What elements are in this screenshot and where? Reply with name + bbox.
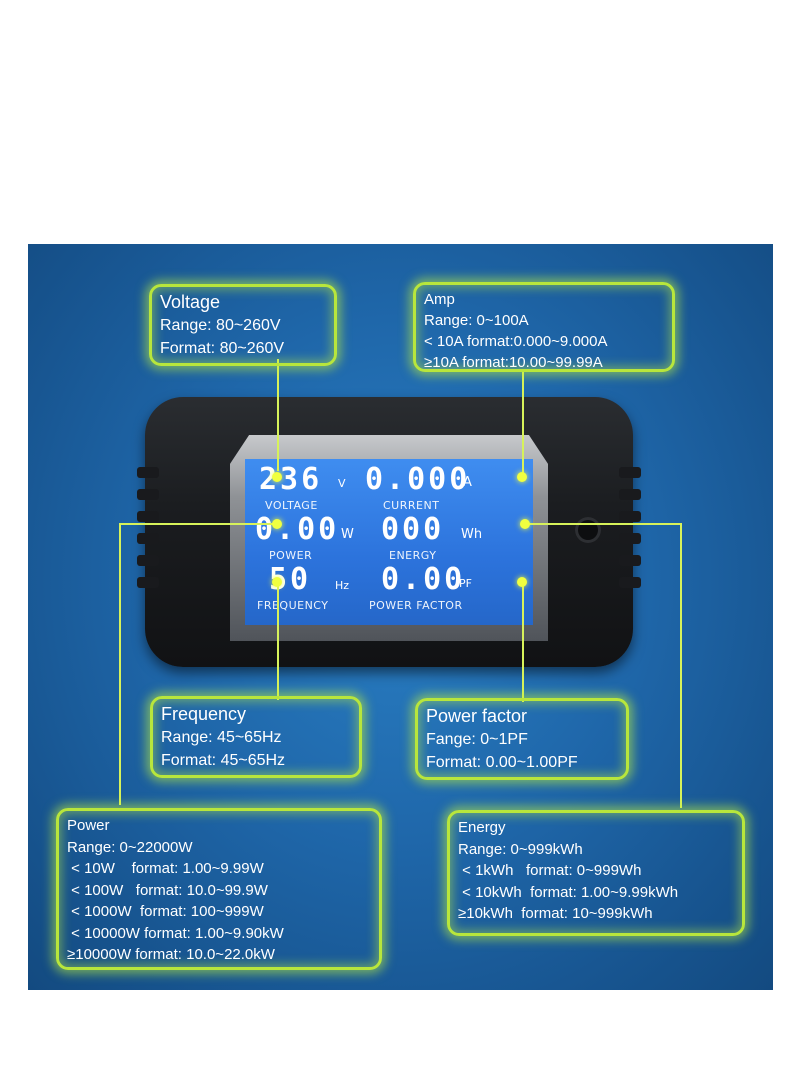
callout-line: ≥10000W format: 10.0~22.0kW — [67, 946, 275, 963]
amp-dot — [517, 472, 527, 482]
side-fin — [137, 577, 159, 588]
current-unit: A — [463, 475, 472, 490]
callout-line: < 1kWh format: 0~999Wh — [458, 862, 642, 879]
power-dot — [272, 519, 282, 529]
side-fin — [619, 555, 641, 566]
callout-line: ≥10kWh format: 10~999kWh — [458, 905, 653, 922]
current-label: CURRENT — [383, 499, 440, 512]
side-fin — [137, 467, 159, 478]
callout-line: Range: 0~100A — [424, 312, 529, 329]
amp-connector — [522, 369, 524, 479]
side-fin — [137, 533, 159, 544]
power-connector-h — [119, 523, 277, 525]
energy-label: ENERGY — [389, 549, 437, 562]
current-reading: 0.000 — [365, 462, 471, 497]
power-label: POWER — [269, 549, 313, 562]
energy-connector-h — [525, 523, 682, 525]
callout-title: Energy — [458, 819, 506, 836]
pf-connector — [522, 582, 524, 702]
voltage-label: VOLTAGE — [265, 499, 318, 512]
callout-line: Format: 80~260V — [160, 340, 285, 357]
power-meter-device: 236 V 0.000 A VOLTAGE CURRENT 0.00 W 000… — [137, 397, 641, 667]
callout-title: Voltage — [160, 292, 221, 312]
side-fin — [137, 489, 159, 500]
pf-unit: PF — [459, 577, 472, 590]
callout-line: Range: 0~22000W — [67, 838, 193, 856]
energy-connector-v — [680, 523, 682, 808]
power-reading: 0.00 — [255, 512, 340, 547]
energy-unit: Wh — [461, 527, 483, 542]
side-fin — [137, 511, 159, 522]
pf-dot — [517, 577, 527, 587]
side-fin — [619, 577, 641, 588]
power-callout: Power Range: 0~22000W < 10W format: 1.00… — [56, 808, 382, 970]
callout-line: Range: 45~65Hz — [161, 729, 282, 746]
callout-line: < 10A format:0.000~9.000A — [424, 333, 608, 350]
callout-line: < 100W format: 10.0~99.9W — [67, 881, 268, 899]
side-fin — [137, 555, 159, 566]
power-connector-v — [119, 523, 121, 805]
energy-callout: Energy Range: 0~999kWh < 1kWh format: 0~… — [447, 810, 745, 936]
lcd-screen: 236 V 0.000 A VOLTAGE CURRENT 0.00 W 000… — [245, 459, 533, 625]
pf-label: POWER FACTOR — [369, 599, 463, 612]
callout-line: < 10W format: 1.00~9.99W — [67, 860, 264, 877]
callout-line: Range: 0~999kWh — [458, 840, 583, 858]
side-fin — [619, 511, 641, 522]
product-panel: 236 V 0.000 A VOLTAGE CURRENT 0.00 W 000… — [28, 244, 773, 990]
callout-line: ≥10A format:10.00~99.99A — [424, 354, 603, 371]
frequency-connector — [277, 582, 279, 700]
callout-title: Amp — [424, 291, 455, 308]
amp-callout: Amp Range: 0~100A < 10A format:0.000~9.0… — [413, 282, 675, 372]
callout-line: < 1000W format: 100~999W — [67, 903, 264, 920]
energy-dot — [520, 519, 530, 529]
frequency-callout: Frequency Range: 45~65Hz Format: 45~65Hz — [150, 696, 362, 778]
energy-reading: 000 — [381, 512, 445, 547]
voltage-dot — [272, 472, 282, 482]
frequency-dot — [272, 577, 282, 587]
callout-line: Range: 80~260V — [160, 317, 281, 334]
callout-line: < 10kWh format: 1.00~9.99kWh — [458, 883, 679, 901]
callout-line: Format: 45~65Hz — [161, 752, 286, 769]
voltage-unit: V — [338, 477, 346, 490]
voltage-connector — [277, 359, 279, 471]
callout-title: Frequency — [161, 704, 247, 724]
power-factor-callout: Power factor Fange: 0~1PF Format: 0.00~1… — [415, 698, 629, 780]
side-fin — [619, 489, 641, 500]
power-unit: W — [341, 527, 354, 542]
side-fin — [619, 467, 641, 478]
frequency-label: FREQUENCY — [257, 599, 329, 612]
side-fin — [619, 533, 641, 544]
callout-title: Power — [67, 817, 110, 834]
voltage-callout: Voltage Range: 80~260V Format: 80~260V — [149, 284, 337, 366]
callout-line: Fange: 0~1PF — [426, 731, 528, 748]
frequency-unit: Hz — [335, 579, 350, 592]
pf-reading: 0.00 — [381, 562, 466, 597]
reset-button[interactable] — [575, 517, 601, 543]
callout-title: Power factor — [426, 706, 528, 726]
voltage-reading: 236 — [259, 462, 323, 497]
callout-line: Format: 0.00~1.00PF — [426, 754, 578, 771]
callout-line: < 10000W format: 1.00~9.90kW — [67, 924, 284, 942]
